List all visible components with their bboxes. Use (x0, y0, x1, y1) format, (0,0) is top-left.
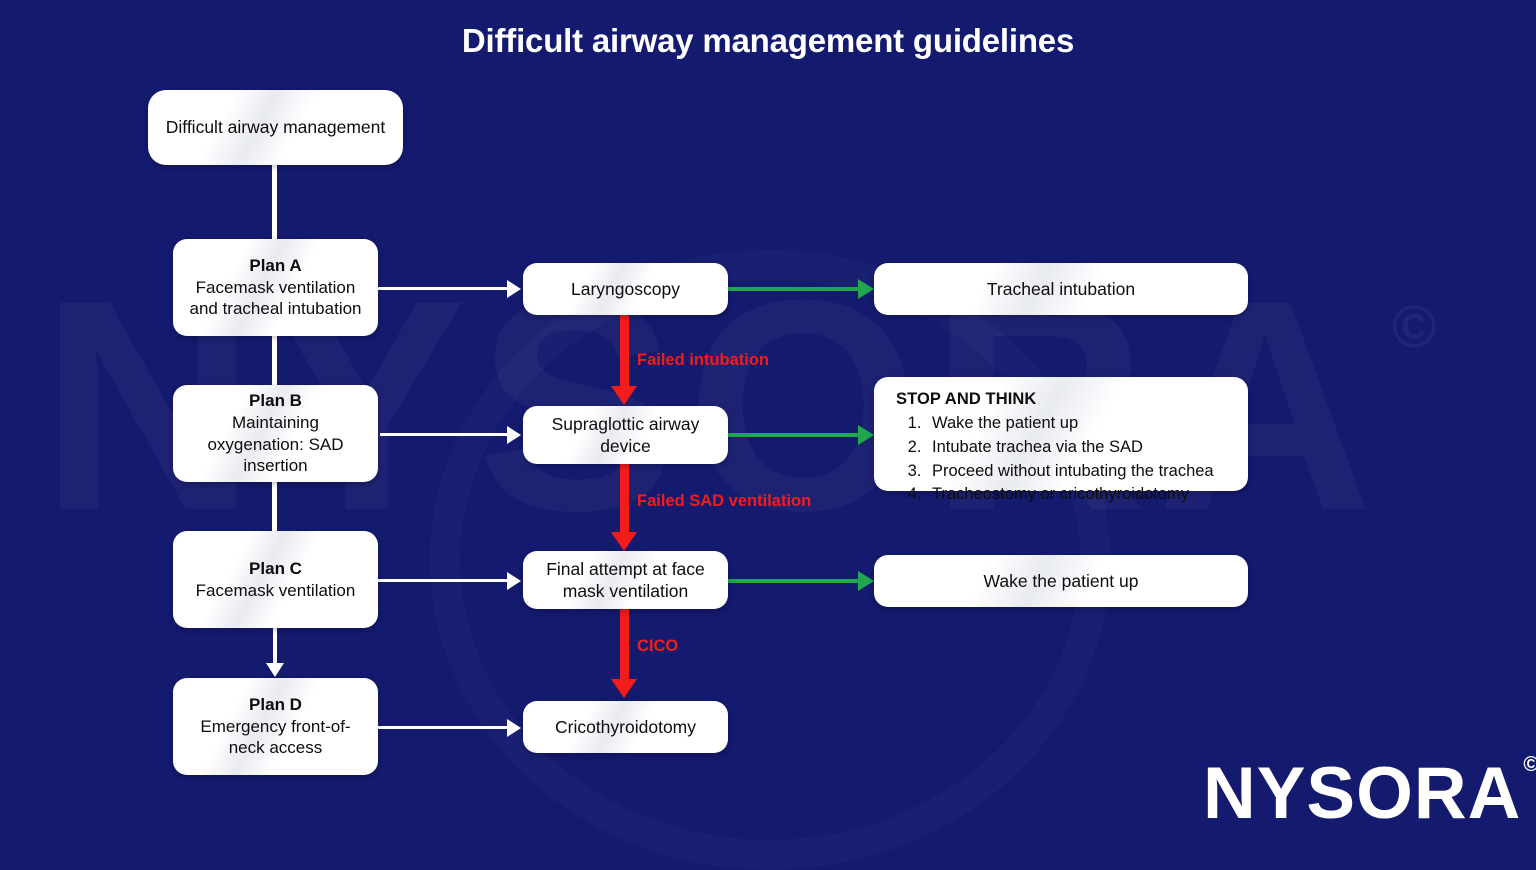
node-wake-the-patient-up[interactable]: Wake the patient up (874, 555, 1248, 607)
connector-sad-to-stop-and-think (728, 433, 860, 437)
arrowhead-failed-sad-ventilation (611, 532, 637, 551)
node-plan-b-heading: Plan B (249, 391, 302, 410)
connector-plan-b-to-sad (380, 433, 509, 436)
list-item: Intubate trachea via the SAD (926, 436, 1232, 460)
node-stop-and-think[interactable]: STOP AND THINK Wake the patient up Intub… (874, 377, 1248, 503)
copyright-icon: © (1523, 752, 1536, 776)
background-watermark-copyright: © (1392, 293, 1437, 360)
node-supraglottic-airway-device[interactable]: Supraglottic airway device (523, 406, 728, 464)
arrowhead-cico (611, 679, 637, 698)
page-title: Difficult airway management guidelines (461, 22, 1075, 59)
node-plan-a-body: Facemask ventilation and tracheal intuba… (189, 277, 362, 319)
node-stop-and-think-list: Wake the patient up Intubate trachea via… (896, 412, 1232, 507)
connector-final-attempt-to-wake-patient (728, 579, 860, 583)
connector-plan-c-to-plan-d (273, 628, 277, 668)
node-plan-d-heading: Plan D (249, 694, 302, 714)
node-cricothyroidotomy-label: Cricothyroidotomy (554, 716, 697, 737)
node-laryngoscopy-label: Laryngoscopy (571, 278, 680, 299)
node-difficult-airway-management-label: Difficult airway management (165, 117, 386, 138)
arrowhead-plan-b-to-sad (507, 426, 521, 444)
node-plan-b-body: Maintaining oxygenation: SAD insertion (207, 412, 344, 476)
connector-plan-a-to-plan-b (272, 330, 277, 392)
edge-label-cico: CICO (637, 637, 679, 655)
arrowhead-final-attempt-to-wake-patient (858, 571, 874, 591)
list-item: Proceed without intubating the trachea (926, 460, 1232, 484)
edge-label-failed-intubation: Failed intubation (637, 351, 769, 369)
node-plan-c[interactable]: Plan C Facemask ventilation (173, 531, 378, 628)
node-wake-the-patient-up-label: Wake the patient up (983, 570, 1139, 591)
node-final-attempt-face-mask-ventilation-label: Final attempt at face mask ventilation (546, 558, 705, 601)
node-plan-a[interactable]: Plan A Facemask ventilation and tracheal… (173, 239, 378, 336)
node-supraglottic-airway-device-label: Supraglottic airway device (551, 413, 700, 456)
connector-plan-b-to-plan-c (272, 472, 277, 534)
connector-plan-a-to-laryngoscopy (378, 287, 509, 290)
arrowhead-laryngoscopy-to-tracheal-intubation (858, 279, 874, 299)
node-final-attempt-face-mask-ventilation[interactable]: Final attempt at face mask ventilation (523, 551, 728, 609)
connector-failed-sad-ventilation (620, 463, 629, 536)
node-plan-c-heading: Plan C (249, 558, 302, 578)
node-tracheal-intubation-label: Tracheal intubation (986, 278, 1136, 299)
node-plan-d[interactable]: Plan D Emergency front-of-neck access (173, 678, 378, 775)
node-tracheal-intubation[interactable]: Tracheal intubation (874, 263, 1248, 315)
connector-cico (620, 606, 629, 683)
connector-laryngoscopy-to-tracheal-intubation (728, 287, 860, 291)
arrowhead-plan-c-to-final-attempt (507, 572, 521, 590)
edge-label-failed-sad-ventilation: Failed SAD ventilation (637, 492, 812, 510)
nysora-logo: NYSORA© (1203, 754, 1536, 830)
arrowhead-failed-intubation (611, 386, 637, 405)
arrowhead-plan-d-to-cricothyroidotomy (507, 719, 521, 737)
connector-plan-d-to-cricothyroidotomy (378, 726, 509, 729)
list-item: Tracheostomy or cricothyroidotomy (926, 483, 1232, 507)
arrowhead-plan-a-to-laryngoscopy (507, 280, 521, 298)
node-laryngoscopy[interactable]: Laryngoscopy (523, 263, 728, 315)
node-plan-a-heading: Plan A (249, 255, 302, 275)
arrowhead-plan-c-to-plan-d (266, 663, 284, 677)
node-plan-c-body: Facemask ventilation (195, 580, 356, 600)
connector-failed-intubation (620, 315, 629, 390)
arrowhead-sad-to-stop-and-think (858, 425, 874, 445)
list-item: Wake the patient up (926, 412, 1232, 436)
node-stop-and-think-heading: STOP AND THINK (896, 390, 1037, 408)
nysora-logo-text: NYSORA (1203, 753, 1522, 834)
node-cricothyroidotomy[interactable]: Cricothyroidotomy (523, 701, 728, 753)
node-plan-d-body: Emergency front-of-neck access (200, 716, 351, 758)
connector-start-to-plan-a (272, 163, 277, 241)
connector-plan-c-to-final-attempt (378, 579, 509, 582)
node-difficult-airway-management[interactable]: Difficult airway management (148, 90, 403, 165)
node-plan-b[interactable]: Plan B Maintaining oxygenation: SAD inse… (173, 385, 378, 482)
